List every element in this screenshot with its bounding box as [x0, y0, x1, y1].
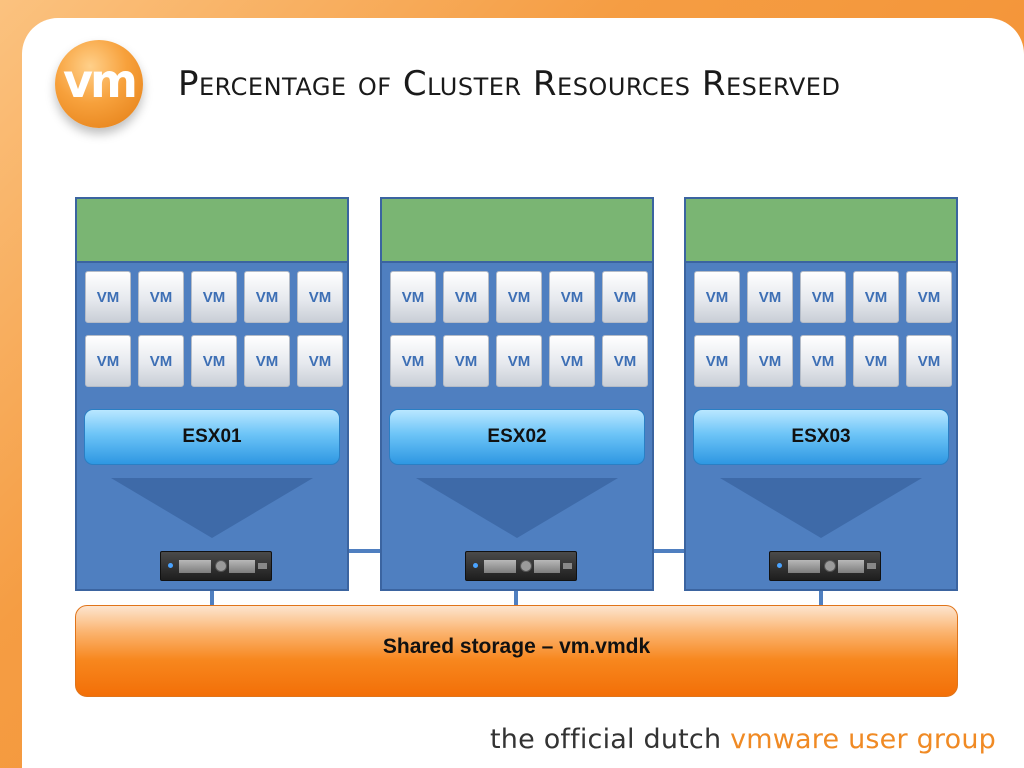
vm-box: VM — [800, 335, 846, 387]
vm-box: VM — [694, 335, 740, 387]
vm-box: VM — [85, 271, 131, 323]
vm-box: VM — [85, 335, 131, 387]
vm-box: VM — [853, 335, 899, 387]
vm-box: VM — [244, 271, 290, 323]
vm-box: VM — [602, 271, 648, 323]
vm-box: VM — [443, 271, 489, 323]
storage-connector — [210, 591, 214, 605]
vm-box: VM — [853, 271, 899, 323]
footer-lead: the official dutch — [490, 724, 722, 755]
vm-box: VM — [138, 271, 184, 323]
vm-box: VM — [747, 335, 793, 387]
funnel-arrow — [720, 478, 922, 538]
reserved-resources-area — [382, 199, 652, 263]
esx-host: VM VM VM VM VM VM VM VM VM VM ESX01 — [75, 197, 349, 591]
reserved-resources-area — [686, 199, 956, 263]
server-icon — [160, 551, 272, 581]
vm-box: VM — [496, 271, 542, 323]
esx-host: VM VM VM VM VM VM VM VM VM VM ESX03 — [684, 197, 958, 591]
vm-box: VM — [443, 335, 489, 387]
host-link — [654, 549, 684, 553]
slide-title: Percentage of Cluster Resources Reserved — [178, 64, 841, 104]
esx-host: VM VM VM VM VM VM VM VM VM VM ESX02 — [380, 197, 654, 591]
vm-box: VM — [496, 335, 542, 387]
server-icon — [769, 551, 881, 581]
vm-grid: VM VM VM VM VM VM VM VM VM VM — [694, 271, 952, 387]
footer-brand: vmware user group — [730, 724, 996, 755]
vm-box: VM — [906, 335, 952, 387]
vm-logo: vm — [55, 40, 143, 128]
vm-box: VM — [191, 335, 237, 387]
storage-connector — [514, 591, 518, 605]
logo-text: vm — [63, 54, 138, 108]
vm-box: VM — [390, 271, 436, 323]
vm-box: VM — [297, 335, 343, 387]
vm-box: VM — [747, 271, 793, 323]
vm-box: VM — [549, 271, 595, 323]
shared-storage: Shared storage – vm.vmdk — [75, 605, 958, 697]
server-icon — [465, 551, 577, 581]
vm-box: VM — [390, 335, 436, 387]
vm-box: VM — [906, 271, 952, 323]
vm-box: VM — [191, 271, 237, 323]
vm-box: VM — [244, 335, 290, 387]
vm-grid: VM VM VM VM VM VM VM VM VM VM — [390, 271, 648, 387]
vm-box: VM — [602, 335, 648, 387]
vm-box: VM — [297, 271, 343, 323]
storage-connector — [819, 591, 823, 605]
vm-box: VM — [138, 335, 184, 387]
funnel-arrow — [111, 478, 313, 538]
vm-box: VM — [694, 271, 740, 323]
footer-tagline: the official dutch vmware user group — [490, 724, 996, 755]
esx-label: ESX03 — [693, 409, 949, 465]
funnel-arrow — [416, 478, 618, 538]
host-link — [349, 549, 380, 553]
vm-box: VM — [549, 335, 595, 387]
vm-grid: VM VM VM VM VM VM VM VM VM VM — [85, 271, 343, 387]
esx-label: ESX02 — [389, 409, 645, 465]
vm-box: VM — [800, 271, 846, 323]
reserved-resources-area — [77, 199, 347, 263]
esx-label: ESX01 — [84, 409, 340, 465]
